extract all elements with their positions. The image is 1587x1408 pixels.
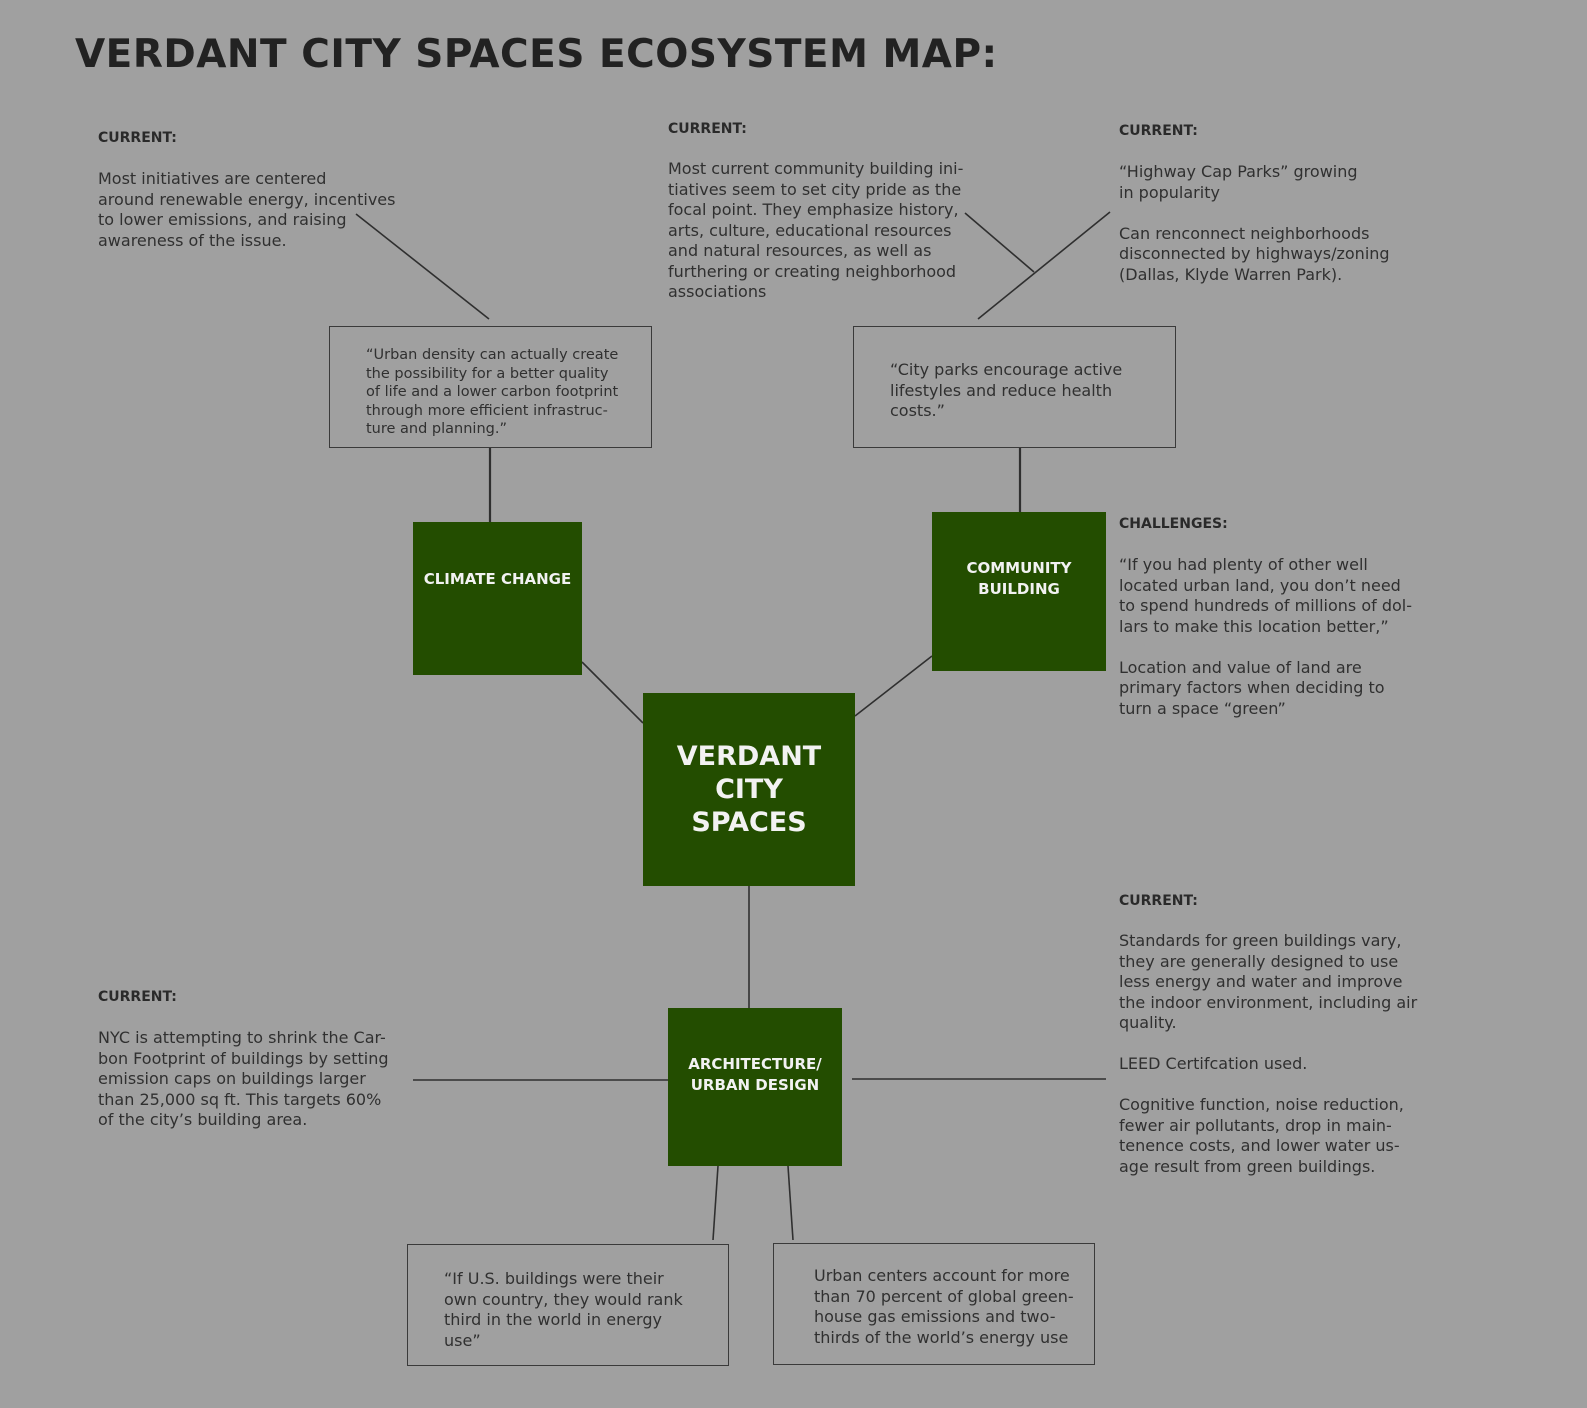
challenges-label: CHALLENGES: <box>1119 516 1228 532</box>
community-building-node: COMMUNITY BUILDING <box>932 512 1106 671</box>
connector-architecture-quote-right <box>787 1165 794 1241</box>
parks-quote-text: “City parks encourage active lifestyles … <box>890 360 1123 420</box>
architecture-left-text: NYC is attempting to shrink the Car- bon… <box>98 1028 389 1129</box>
connector-architecture-quote-left <box>712 1165 719 1241</box>
architecture-left-label: CURRENT: <box>98 989 177 1005</box>
verdant-city-spaces-node: VERDANT CITY SPACES <box>643 693 855 886</box>
highway-current-label: CURRENT: <box>1119 123 1198 139</box>
buildings-quote-text: “If U.S. buildings were their own countr… <box>444 1269 683 1350</box>
page-title: VERDANT CITY SPACES ECOSYSTEM MAP: <box>75 32 998 77</box>
climate-current-label: CURRENT: <box>98 130 177 146</box>
connector-highway-note <box>977 211 1111 320</box>
challenges-text: “If you had plenty of other well located… <box>1119 555 1412 718</box>
architecture-right-text: Standards for green buildings vary, they… <box>1119 931 1418 1176</box>
buildings-quote-box: “If U.S. buildings were their own countr… <box>407 1244 729 1366</box>
parks-quote-box: “City parks encourage active lifestyles … <box>853 326 1176 448</box>
highway-current-text: “Highway Cap Parks” growing in popularit… <box>1119 162 1390 284</box>
climate-current-text: Most initiatives are centered around ren… <box>98 169 396 250</box>
architecture-right-label: CURRENT: <box>1119 893 1198 909</box>
architecture-urban-design-node: ARCHITECTURE/ URBAN DESIGN <box>668 1008 842 1166</box>
climate-change-node: CLIMATE CHANGE <box>413 522 582 675</box>
community-current-label: CURRENT: <box>668 121 747 137</box>
density-quote-box: “Urban density can actually create the p… <box>329 326 652 448</box>
connector-community-note <box>964 212 1035 273</box>
connector-climate-note <box>355 213 490 320</box>
urban-centers-quote-text: Urban centers account for more than 70 p… <box>814 1266 1074 1347</box>
connector-community-center <box>854 655 933 717</box>
density-quote-text: “Urban density can actually create the p… <box>366 347 619 437</box>
community-current-text: Most current community building ini- tia… <box>668 159 964 301</box>
urban-centers-quote-box: Urban centers account for more than 70 p… <box>773 1243 1095 1365</box>
connector-climate-center <box>581 661 644 724</box>
